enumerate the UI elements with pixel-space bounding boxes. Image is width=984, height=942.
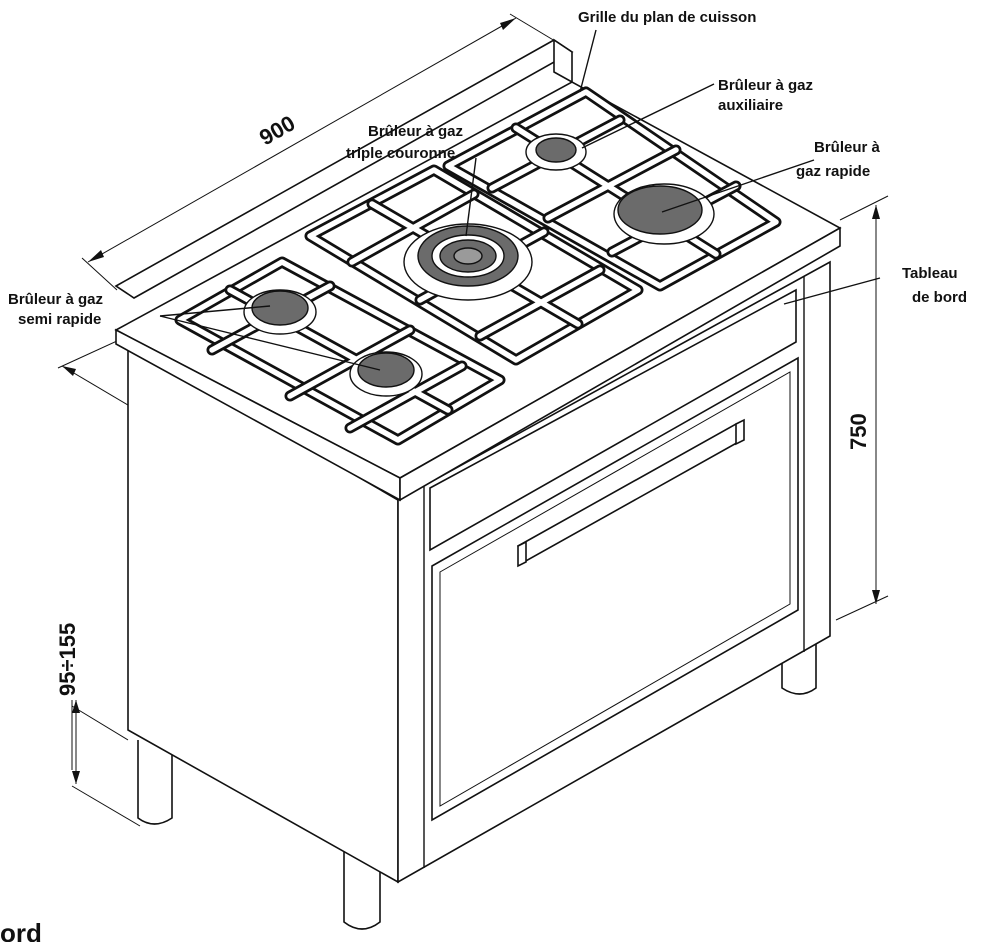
cabinet — [127, 260, 831, 884]
control-panel — [429, 288, 797, 552]
leader-lines — [159, 29, 881, 371]
label-control-panel-line1: Tableau — [902, 265, 958, 282]
dimension-legs-label: 95÷155 — [55, 623, 80, 696]
label-semi-burner-line2: semi rapide — [18, 311, 101, 328]
label-aux-burner-line2: auxiliaire — [718, 97, 783, 114]
annotation-labels: Grille du plan de cuisson Brûleur à gaz … — [8, 9, 967, 328]
label-semi-burner-line1: Brûleur à gaz — [8, 291, 103, 308]
label-rapid-burner-line1: Brûleur à — [814, 139, 881, 156]
dimension-height-label: 750 — [846, 413, 871, 450]
label-rapid-burner-line2: gaz rapide — [796, 163, 870, 180]
label-aux-burner-line1: Brûleur à gaz — [718, 77, 813, 94]
burner-semi-rapid-back — [243, 289, 317, 335]
label-triple-burner-line1: Brûleur à gaz — [368, 123, 463, 140]
burner-semi-rapid-front — [349, 351, 423, 397]
label-triple-burner-line2: triple couronne — [346, 145, 455, 162]
oven-door — [431, 356, 799, 822]
dimension-height: 750 — [835, 195, 889, 621]
caption-fragment: ord — [0, 918, 42, 942]
label-control-panel-line2: de bord — [912, 289, 967, 306]
label-hob-grille: Grille du plan de cuisson — [578, 9, 756, 26]
burner-rapid — [613, 183, 715, 245]
dimension-legs: 95÷155 — [55, 623, 141, 827]
burner-triple-crown — [403, 223, 533, 301]
burner-auxiliary — [525, 133, 587, 171]
burners — [243, 133, 715, 397]
dimension-width-label: 900 — [255, 110, 299, 150]
oven-door-handle — [517, 418, 745, 568]
